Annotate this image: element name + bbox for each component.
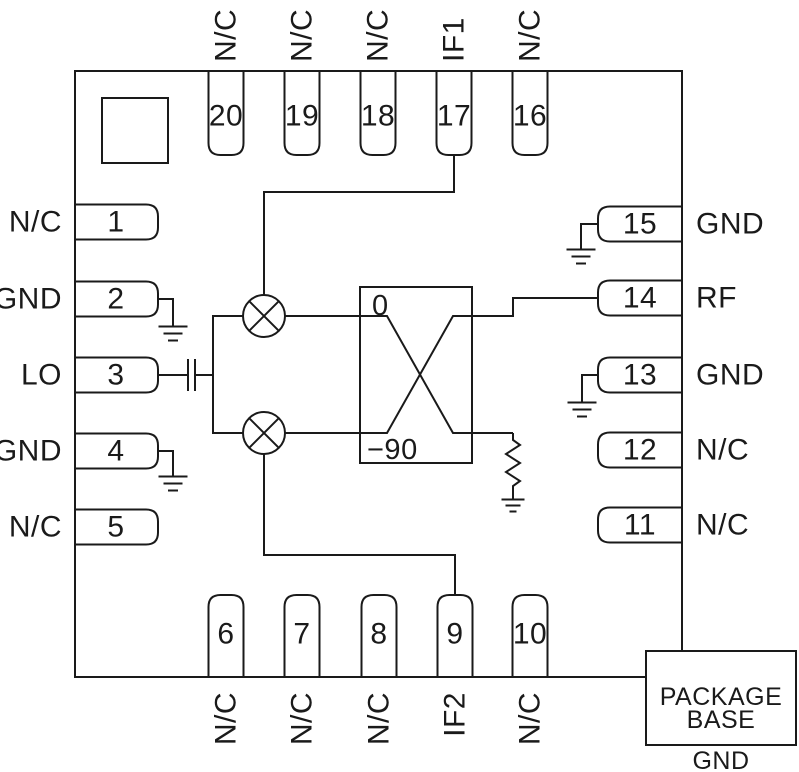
pin-13-number: 13 [623,359,657,392]
pin-11-number: 11 [624,509,656,542]
pin-12-label: N/C [696,434,749,467]
pin-8-label: N/C [363,692,396,745]
pin-10-number: 10 [513,618,547,651]
pin-18-label: N/C [362,9,395,62]
pin-12-number: 12 [623,434,657,467]
ground-icon-pin4 [158,475,188,492]
pin-16-label: N/C [514,9,547,62]
ground-icon-termination [501,498,525,513]
pin-16-shape [511,71,549,156]
pin-15-label: GND [696,208,764,241]
quadrature-hybrid-box [359,286,473,464]
pin-1-number: 1 [107,206,124,239]
pin-3-number: 3 [107,359,124,392]
pin-4-label: GND [0,435,62,468]
pin-5-number: 5 [107,511,124,544]
wire-pin2-ground [158,298,174,326]
resistor-icon [504,433,522,499]
pin-7-number: 7 [293,618,310,651]
pin-5-label: N/C [9,511,62,544]
pin-8-shape [360,594,398,677]
wire-lo-split-bus [212,315,243,434]
ground-icon-pin2 [158,325,188,342]
package-base-box [645,650,797,746]
capacitor-icon [187,359,196,391]
wire-pin13-ground [581,374,598,402]
pin-20-number: 20 [209,100,243,133]
pin-11-shape [597,506,682,544]
wire-pin15-ground [580,223,598,249]
pin-14-number: 14 [623,282,657,315]
pin-8-number: 8 [370,618,387,651]
wire-if1-to-mixer [263,155,455,295]
pin-7-shape [283,594,321,677]
pin-11-label: N/C [696,509,749,542]
pin-17-label: IF1 [438,17,471,62]
ground-icon-pin15 [566,248,596,265]
pin-18-number: 18 [361,100,395,133]
pin-1-label: N/C [9,206,62,239]
mixer-top-icon [242,294,286,338]
pin-12-shape [597,431,682,469]
pin-9-number: 9 [446,618,463,651]
pin-13-label: GND [696,359,764,392]
pin-19-number: 19 [285,100,319,133]
package-base-title-line2: BASE [687,706,756,734]
pin-5-shape [75,508,159,546]
pin-16-number: 16 [513,100,547,133]
wire-mixer-to-if2 [263,454,456,595]
wire-mixer-bottom-cross-to-rf [285,297,598,434]
package-base-title-line1: PACKAGE [660,683,783,711]
pin-18-shape [359,71,397,156]
pin-2-number: 2 [107,283,124,316]
pin-7-label: N/C [286,692,319,745]
pin-17-number: 17 [437,100,471,133]
pin-6-shape [207,594,245,677]
pin-19-label: N/C [286,9,319,62]
wire-pin4-ground [158,450,174,476]
hybrid-port-0-label: 0 [372,290,389,322]
hybrid-port-minus90-label: −90 [367,434,418,466]
pin-9-label: IF2 [439,692,472,737]
pin-6-number: 6 [217,618,234,651]
pin-20-label: N/C [210,9,243,62]
pin-10-label: N/C [514,692,547,745]
pin-15-number: 15 [623,208,657,241]
pin-10-shape [511,594,549,677]
pin-1-shape [75,203,159,241]
pin-14-label: RF [696,282,737,315]
pin-19-shape [283,71,321,156]
pin-4-number: 4 [107,435,124,468]
pin-3-label: LO [21,359,62,392]
pin-20-shape [207,71,245,156]
package-base-gnd-label: GND [692,747,749,772]
wire-mixer-top-cross-to-termination [285,315,513,434]
ground-icon-pin13 [567,401,597,418]
pin-2-label: GND [0,283,62,316]
package-outline [74,70,683,678]
mixer-bottom-icon [242,411,286,455]
pin1-indicator-square [101,97,169,164]
pin-6-label: N/C [210,692,243,745]
